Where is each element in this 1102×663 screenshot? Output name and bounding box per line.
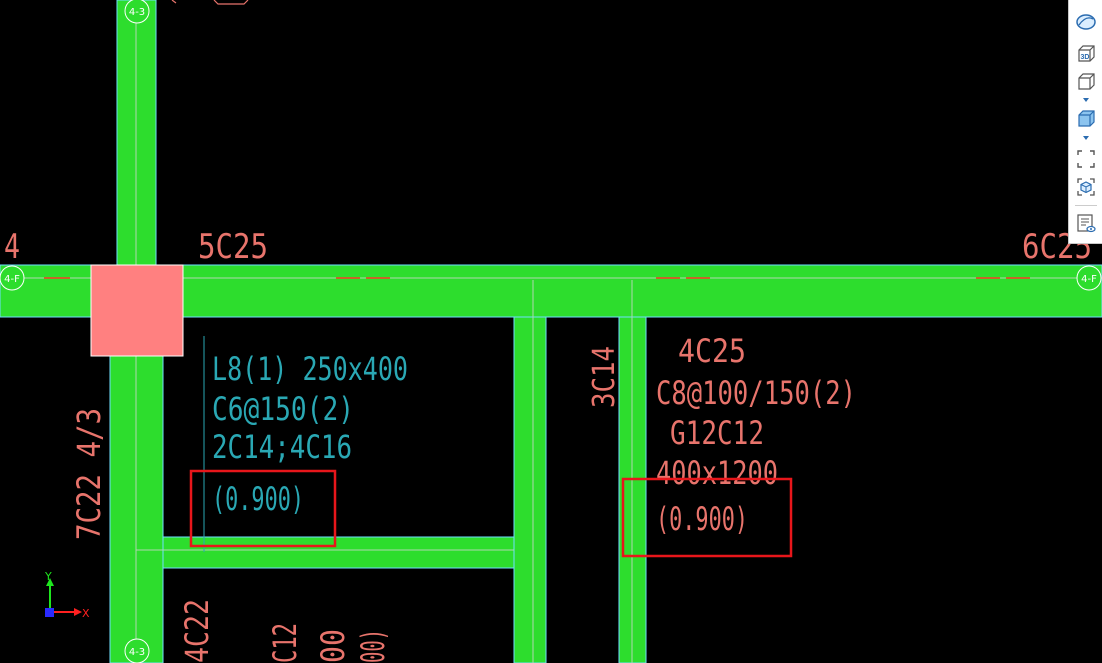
view-3d-label: 3D bbox=[1081, 54, 1090, 61]
layer-display-button[interactable] bbox=[1074, 211, 1098, 235]
grid-bubble-bottom[interactable]: 4-3 bbox=[124, 638, 150, 663]
beam-right-elevation[interactable]: (0.900) bbox=[656, 500, 748, 538]
view-3d-button[interactable]: 3D bbox=[1074, 42, 1098, 66]
bottom-vertical-label-4[interactable]: 00) bbox=[354, 629, 392, 663]
orbit-icon bbox=[1076, 14, 1096, 30]
beam-right-section[interactable]: 400x1200 bbox=[656, 454, 778, 492]
cube-outline-icon bbox=[1078, 73, 1095, 90]
column-pink[interactable] bbox=[90, 264, 184, 357]
orbit-button[interactable] bbox=[1074, 10, 1098, 34]
beam-main-horizontal[interactable] bbox=[0, 264, 1102, 318]
beam-L8-stirrup[interactable]: C6@150(2) bbox=[212, 390, 354, 428]
grid-bubble-left[interactable]: 4-F bbox=[0, 265, 25, 291]
view-3d-icon: 3D bbox=[1078, 45, 1095, 62]
left-edge-label: 4 bbox=[4, 227, 20, 267]
beam-L8-spec[interactable]: L8(1) 250x400 bbox=[212, 350, 408, 388]
bottom-vertical-label-1[interactable]: 4C22 bbox=[178, 599, 216, 663]
toolbar-separator bbox=[1075, 205, 1097, 206]
ucs-axis-indicator: Y X bbox=[44, 570, 90, 620]
beam-right-side-rebar[interactable]: G12C12 bbox=[670, 414, 764, 452]
beam-right-top-rebar[interactable]: 4C25 bbox=[678, 332, 746, 370]
grid-bubble-left-label: 4-F bbox=[4, 274, 20, 285]
region-select-button[interactable] bbox=[1074, 147, 1098, 171]
cube-shaded-dropdown-caret-icon[interactable] bbox=[1080, 134, 1092, 142]
cube-outline-dropdown-caret-icon[interactable] bbox=[1080, 96, 1092, 104]
grid-bubble-right-label: 4-F bbox=[1081, 274, 1097, 285]
cube-shaded-button[interactable] bbox=[1074, 107, 1098, 131]
middle-column-vertical-label[interactable]: 3C14 bbox=[587, 346, 622, 408]
layer-display-icon bbox=[1077, 214, 1096, 233]
isolate-view-icon bbox=[1077, 178, 1095, 196]
region-select-icon bbox=[1077, 150, 1095, 168]
beam-right-stirrup[interactable]: C8@100/150(2) bbox=[656, 374, 856, 412]
beam-middle-vertical[interactable] bbox=[513, 316, 547, 663]
grid-bubble-top-label: 4-3 bbox=[129, 7, 145, 18]
cube-outline-button[interactable] bbox=[1074, 70, 1098, 94]
grid-bubble-bottom-label: 4-3 bbox=[129, 647, 145, 658]
highlight-box-right bbox=[621, 477, 793, 558]
left-column-vertical-label[interactable]: 7C22 4/3 bbox=[70, 408, 108, 540]
main-beam-label-left[interactable]: 5C25 bbox=[198, 227, 268, 267]
axis-x-label: X bbox=[82, 607, 90, 620]
bottom-vertical-label-3[interactable]: 00 bbox=[314, 629, 352, 663]
axis-y-label: Y bbox=[44, 570, 52, 583]
beam-L8-rebar[interactable]: 2C14;4C16 bbox=[212, 428, 352, 466]
isolate-view-button[interactable] bbox=[1074, 175, 1098, 199]
highlight-box-left bbox=[189, 469, 337, 548]
grid-bubble-top[interactable]: 4-3 bbox=[124, 0, 150, 24]
bottom-vertical-label-2[interactable]: C12 bbox=[266, 623, 304, 663]
beam-L8-elevation[interactable]: (0.900) bbox=[212, 480, 304, 518]
grid-bubble-right[interactable]: 4-F bbox=[1076, 265, 1102, 291]
view-toolbar: 3D bbox=[1068, 0, 1102, 244]
top-partial-annotation bbox=[171, 0, 249, 5]
beam-secondary-horizontal[interactable] bbox=[162, 536, 515, 569]
cube-shaded-icon bbox=[1078, 110, 1095, 127]
